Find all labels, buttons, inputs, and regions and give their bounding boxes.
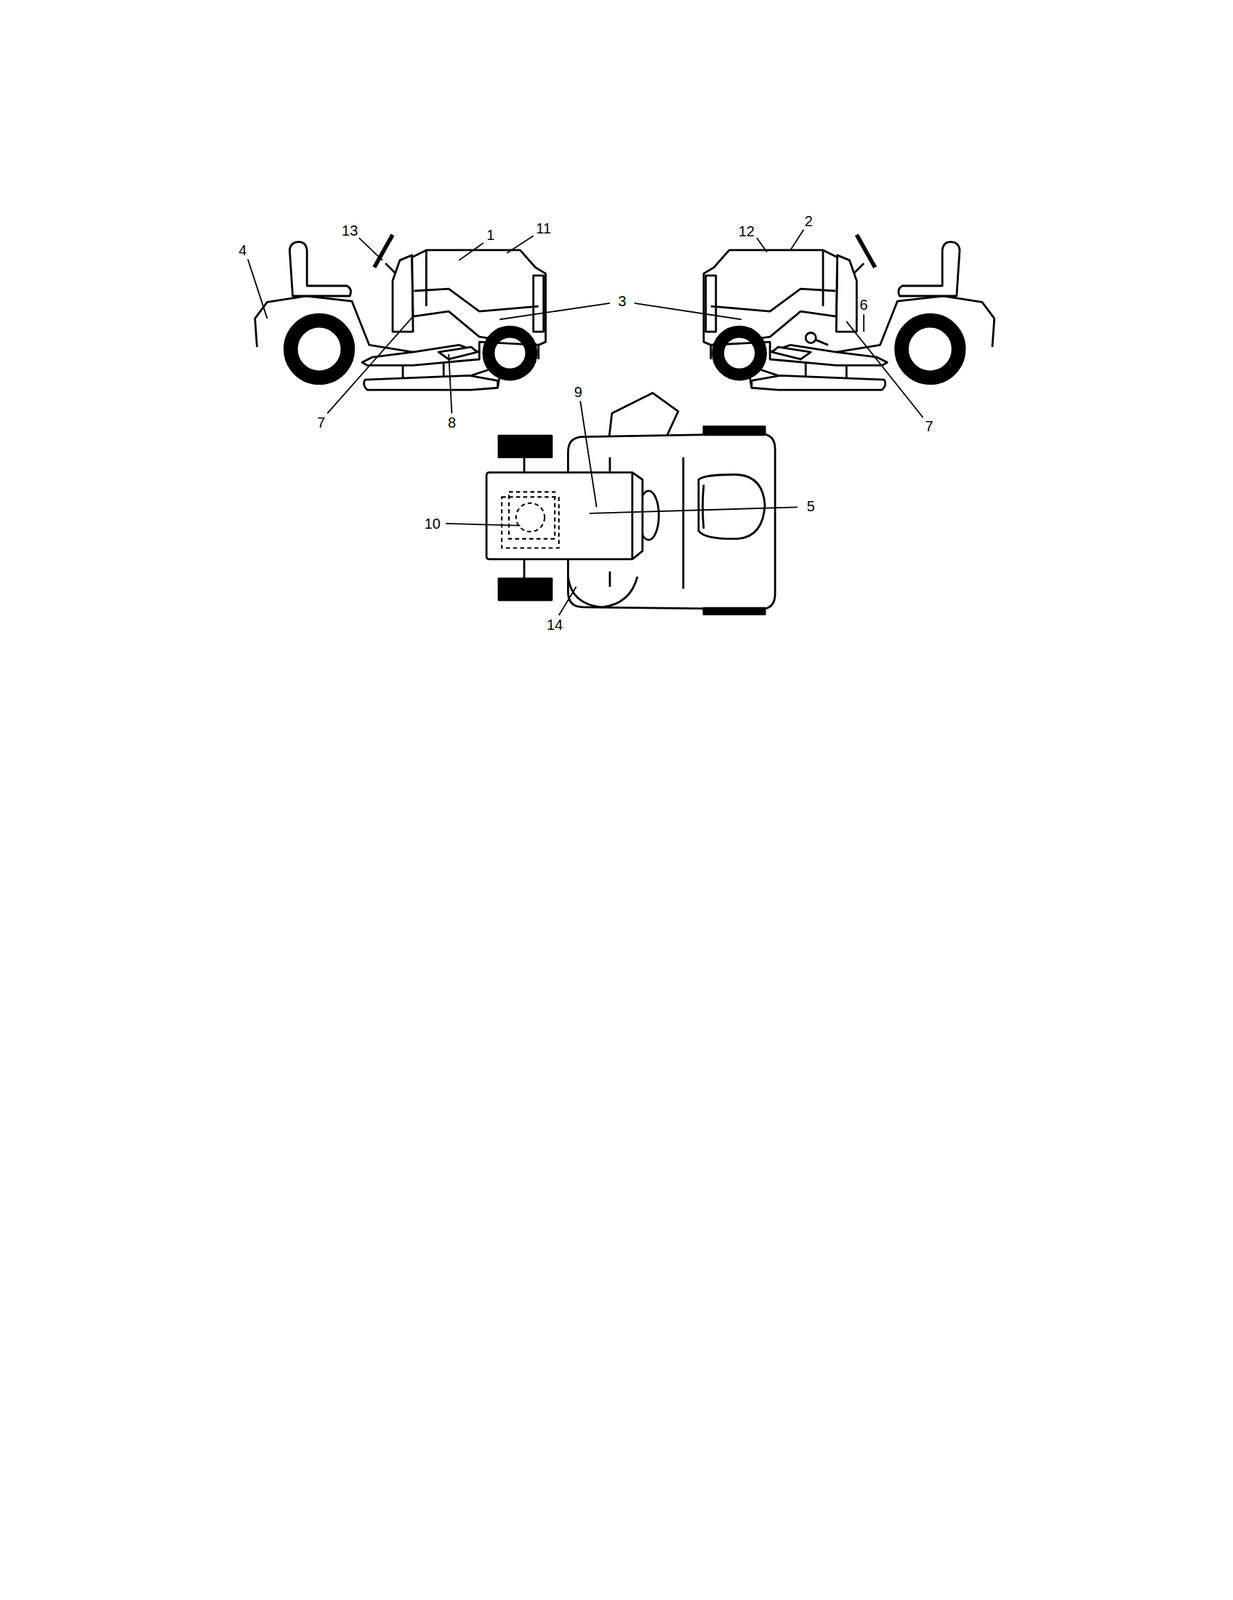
callout-number: 7 xyxy=(316,415,325,430)
callout-number: 5 xyxy=(806,498,815,514)
callout-number: 10 xyxy=(424,516,441,531)
callout-number: 9 xyxy=(574,384,583,400)
tractor-top-view xyxy=(486,392,775,614)
callout-number: 1 xyxy=(486,227,495,243)
callout-number: 3 xyxy=(617,293,626,309)
callout-number: 7 xyxy=(924,418,933,434)
callout-number: 13 xyxy=(341,223,358,238)
callout-number: 14 xyxy=(546,617,563,632)
callout-number: 8 xyxy=(447,415,456,430)
tractor-side-view xyxy=(255,234,546,390)
callout-number: 11 xyxy=(535,221,552,236)
callout-number: 12 xyxy=(738,223,755,239)
callout-number: 4 xyxy=(238,242,247,258)
callout-number: 6 xyxy=(860,297,869,312)
callout-number: 2 xyxy=(804,213,813,229)
leader-lines xyxy=(247,229,924,616)
